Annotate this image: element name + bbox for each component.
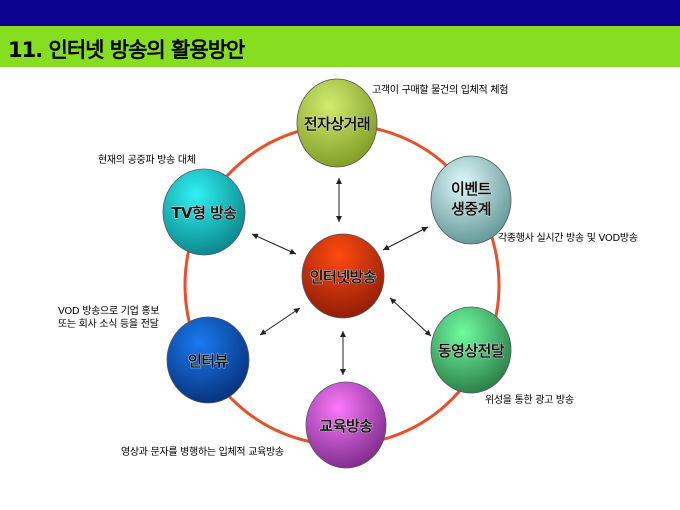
note-ecommerce: 고객이 구매할 물건의 입체적 체험 (372, 85, 509, 96)
note-education: 영상과 문자를 병행하는 입체적 교육방송 (121, 447, 284, 458)
node-ecommerce-label: 전자상거래 (304, 115, 371, 133)
arrows (251, 178, 432, 375)
note-tv: 현재의 공중파 방송 대체 (98, 155, 196, 166)
node-tv-label: TV형 방송 (171, 204, 237, 222)
note-event: 각종행사 실시간 방송 및 VOD방송 (498, 233, 638, 244)
title-bar (0, 26, 680, 67)
header-bar (0, 0, 680, 26)
node-event: 이벤트 생중계 (430, 155, 512, 245)
node-center: 인터넷방송 (301, 233, 385, 319)
note-interview-1: VOD 방송으로 기업 홍보 (58, 306, 160, 317)
note-video: 위성을 통한 광고 방송 (485, 395, 574, 406)
arrow-interview (259, 307, 301, 336)
node-video: 동영상전달 (430, 306, 512, 394)
node-education: 교육방송 (305, 381, 387, 469)
node-tv: TV형 방송 (162, 168, 246, 256)
node-education-label: 교육방송 (319, 417, 373, 435)
arrow-video (389, 297, 432, 337)
arrow-event (382, 226, 429, 251)
node-interview: 인터뷰 (166, 316, 250, 404)
arrow-tv (251, 233, 297, 255)
node-event-label-2: 생중계 (451, 200, 491, 218)
node-center-label: 인터넷방송 (310, 268, 377, 286)
node-ecommerce: 전자상거래 (296, 78, 378, 168)
slide-title: 11. 인터넷 방송의 활용방안 (8, 38, 245, 62)
node-interview-label: 인터뷰 (188, 352, 229, 370)
note-interview-2: 또는 회사 소식 등을 전달 (58, 319, 159, 330)
node-video-label: 동영상전달 (438, 342, 505, 360)
node-event-label-1: 이벤트 (451, 180, 492, 198)
